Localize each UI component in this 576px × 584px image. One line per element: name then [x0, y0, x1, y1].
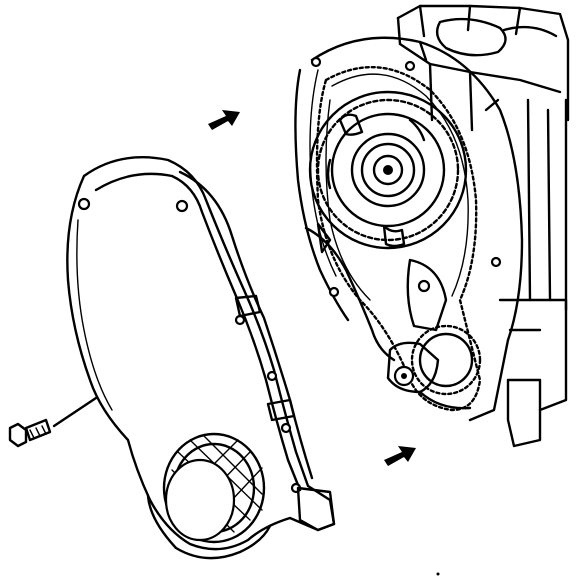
timing-case-flange: [294, 36, 524, 422]
engine-block: [396, 4, 570, 448]
chain-tensioner: [304, 222, 448, 362]
arrow-right-up-icon: [208, 110, 240, 130]
cover-bolt: [8, 396, 98, 448]
stray-mark: [436, 572, 440, 576]
cover-bolt-holes: [77, 197, 302, 494]
crankshaft-sprocket: [386, 324, 482, 410]
crank-seal-bore: [162, 432, 266, 544]
timing-cover: [66, 156, 336, 560]
camshaft-sprocket: [308, 90, 468, 250]
arrow-right-up-icon: [384, 446, 416, 466]
